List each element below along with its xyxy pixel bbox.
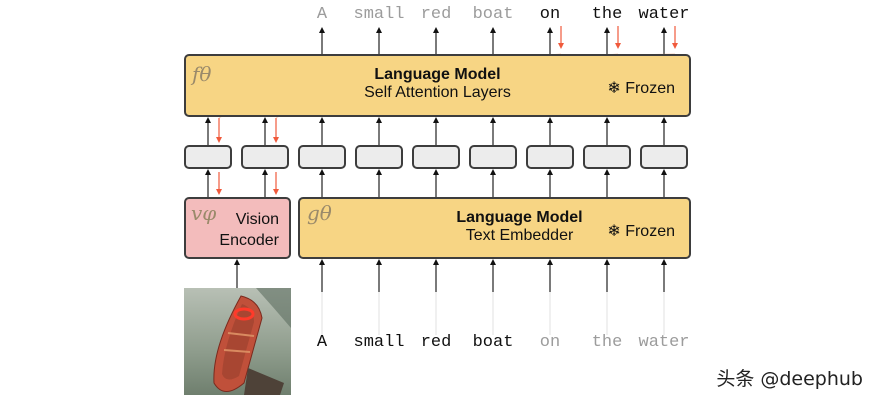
- embedding-slot: [412, 145, 460, 169]
- embedding-slot: [469, 145, 517, 169]
- vision-encoder-line1: Vision: [235, 211, 279, 228]
- vision-encoder-line2: Encoder: [219, 232, 279, 249]
- embedder-subtitle: Text Embedder: [465, 227, 574, 244]
- input-token: small: [353, 333, 405, 352]
- embedding-slot: [355, 145, 403, 169]
- output-token: A: [316, 5, 328, 24]
- output-token: small: [353, 5, 405, 24]
- embedding-slot: [526, 145, 574, 169]
- input-token: red: [420, 333, 452, 352]
- embedding-slot: [640, 145, 688, 169]
- input-token: boat: [472, 333, 514, 352]
- vision-encoder-block: vφ Vision Encoder: [184, 197, 291, 259]
- boat-image: [184, 288, 291, 395]
- output-token: the: [591, 5, 623, 24]
- output-token: boat: [472, 5, 514, 24]
- language-model-self-attention-block: fθ Language Model Self Attention Layers …: [184, 54, 691, 117]
- output-token: water: [638, 5, 690, 24]
- embedding-slot: [298, 145, 346, 169]
- embedding-slot: [583, 145, 631, 169]
- watermark: 头条 @deephub: [716, 368, 863, 390]
- input-token: the: [591, 333, 623, 352]
- embedder-title: Language Model: [456, 209, 583, 226]
- f-theta-symbol: fθ: [192, 62, 212, 86]
- input-token: on: [539, 333, 561, 352]
- input-token: A: [316, 333, 328, 352]
- language-model-text-embedder-block: gθ Language Model Text Embedder ❄ Frozen: [298, 197, 691, 259]
- frozen-label: ❄ Frozen: [607, 80, 675, 97]
- embedding-slot: [184, 145, 232, 169]
- input-token: water: [638, 333, 690, 352]
- g-theta-symbol: gθ: [307, 201, 332, 225]
- output-token: red: [420, 5, 452, 24]
- embedding-slot: [241, 145, 289, 169]
- frozen-label: ❄ Frozen: [607, 223, 675, 240]
- output-token: on: [539, 5, 561, 24]
- v-phi-symbol: vφ: [191, 201, 217, 225]
- block-title: Language Model: [374, 66, 501, 83]
- block-subtitle: Self Attention Layers: [364, 84, 511, 101]
